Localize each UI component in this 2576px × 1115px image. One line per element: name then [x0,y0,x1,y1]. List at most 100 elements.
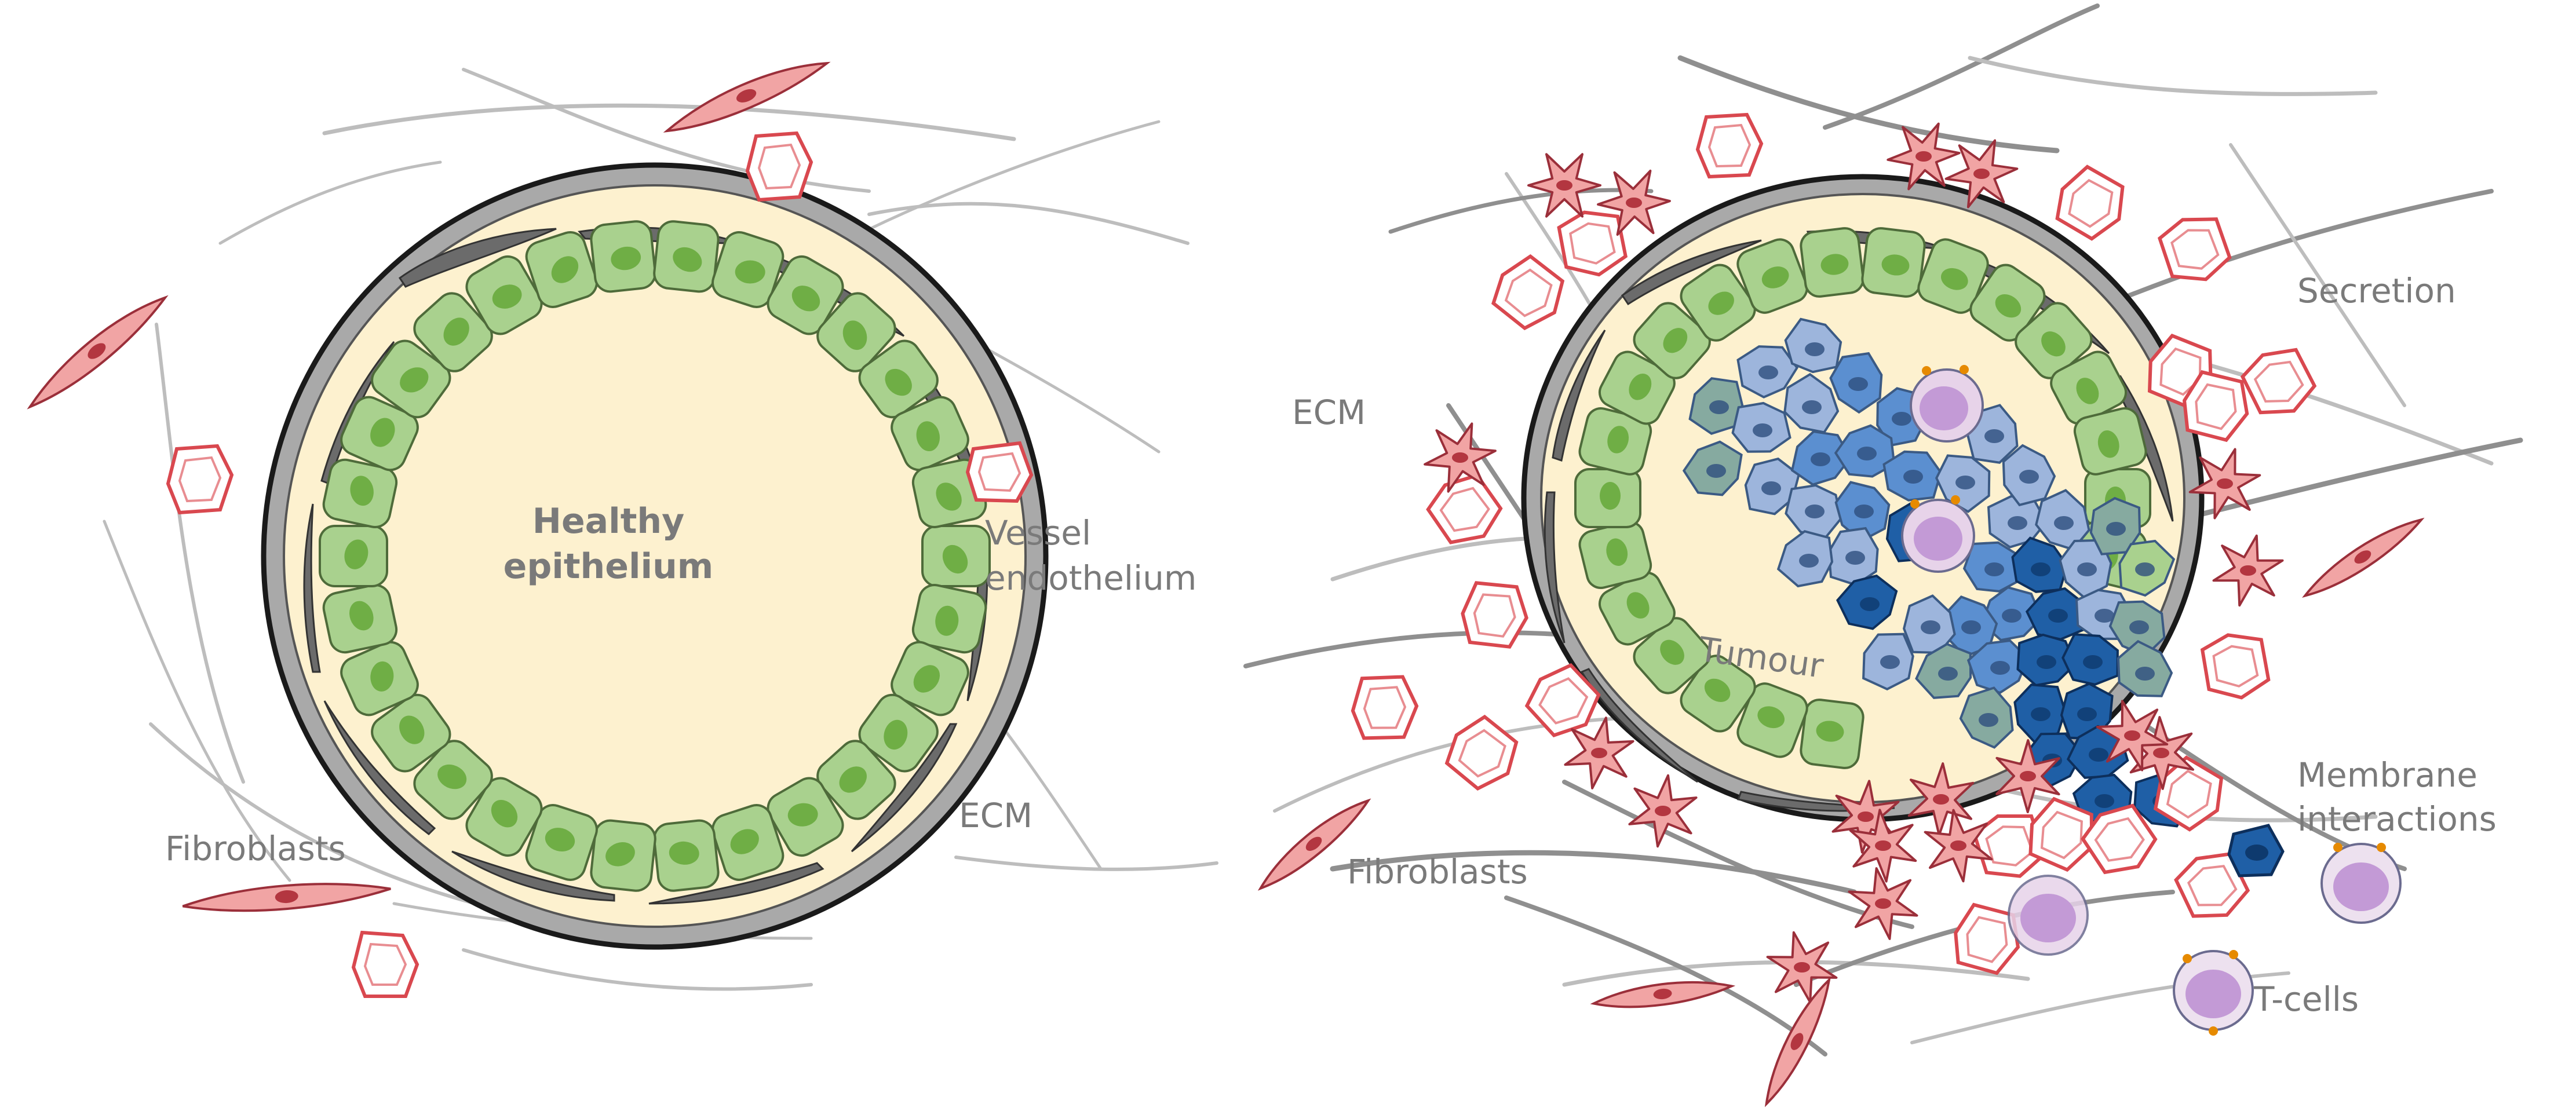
tumour-cell [1744,457,1800,516]
activated-fibroblast [1766,931,1838,1004]
epithelial-cell [319,525,388,587]
tumour-cell [2117,639,2173,697]
tumour-cell [1915,642,1972,699]
red-blood-cell [1426,473,1503,544]
activated-fibroblast [1424,422,1497,493]
tumour-epithelial-layer [1574,227,2151,769]
tumour-cell [1962,541,2022,593]
svg-text:Healthy: Healthy [532,501,684,542]
epithelial-cell [1736,682,1808,758]
tumour-cell [2060,682,2114,740]
svg-text:endothelium: endothelium [985,558,1196,598]
epithelial-cell [2050,350,2128,425]
red-blood-cell [2200,633,2271,700]
activated-fibroblast [1628,774,1698,848]
epithelial-cell [767,777,844,857]
epithelial-cell [767,255,844,335]
tumour-cell [1836,574,1898,630]
red-blood-cell [2081,803,2158,875]
tumour-cell [2059,539,2112,599]
epithelial-cell [858,339,939,419]
tumour-cell [2035,489,2090,551]
t-cell-inside-2 [1901,495,1975,573]
epithelial-cell [921,525,991,587]
tumour-cell [1903,594,1956,655]
tumour-cell [2013,683,2067,744]
activated-fibroblast [1564,716,1634,789]
red-blood-cell [2240,348,2317,415]
tumour-cell [1882,450,1942,502]
tumour-cell [1784,317,1842,374]
svg-text:interactions: interactions [2297,799,2497,839]
red-blood-cell [2182,370,2249,443]
tumour-cell [1731,401,1791,453]
activated-fibroblast [2096,700,2169,772]
red-blood-cell [1491,254,1565,331]
tumour-cell [2025,587,2085,641]
right-fibroblasts-label: Fibroblasts [1347,852,1528,891]
epithelial-cell [1598,350,1676,425]
activated-fibroblast [2212,534,2284,607]
epithelial-cell [816,292,896,372]
red-blood-cell [1695,112,1764,179]
activated-fibroblast [1849,809,1917,883]
left-red-blood-cells [166,131,1034,998]
right-ecm-label: ECM [1292,393,1366,432]
epithelial-cell [465,777,543,857]
epithelial-cell [1680,264,1756,342]
red-blood-cell [2157,217,2232,282]
epithelial-cell [1917,238,1989,314]
epithelial-cell [1578,521,1652,589]
activated-fibroblast [2128,716,2194,790]
svg-text:Vessel: Vessel [985,513,1091,553]
tumour-vessel [1521,174,2205,828]
epithelial-cell [525,231,598,308]
tumour-cell [1862,633,1914,691]
red-blood-cell [1444,714,1519,791]
tumour-cell [1829,352,1883,414]
red-blood-cell [2028,796,2094,872]
epithelial-cell [653,220,720,293]
epithelial-cell [1633,302,1711,379]
left-fibroblasts [27,61,831,912]
epithelial-cell [1861,227,1926,298]
epithelial-cell [711,804,785,881]
healthy-panel: Healthy epithelium Vessel endothelium EC… [27,61,1218,998]
tumour-cell [1783,372,1840,434]
healthy-epithelial-layer [319,220,991,892]
epithelial-cell [590,220,656,293]
tumour-cell [1682,440,1743,496]
red-blood-cell [2055,164,2125,241]
epithelial-cell [1969,264,2046,342]
red-blood-cell [1524,663,1601,737]
red-blood-cell [1557,210,1628,277]
epithelial-cell [1574,468,1641,528]
tumour-cell [2118,539,2176,597]
activated-fibroblast [1597,169,1671,236]
right-red-blood-cells [1351,112,2317,975]
epithelial-cell [322,584,398,654]
epithelial-cell [891,396,969,471]
epithelial-cell [525,804,598,881]
epithelial-cell [413,740,493,820]
epithelial-cell [340,641,419,716]
activated-fibroblast [1944,139,2019,209]
right-fibroblasts [1257,517,2425,1107]
tumour-panel: ECM Tumour Secretion Membrane interactio… [1243,3,2523,1107]
epithelial-cell [371,339,451,419]
right-activated-fibroblasts [1424,122,2284,1004]
epithelial-cell [1680,655,1756,733]
epithelial-cell [1736,238,1808,314]
t-cell-inside-1 [1910,365,1984,443]
tumour-cell [1987,495,2048,549]
tumour-cell [1966,639,2030,694]
epithelial-cell [711,231,785,308]
tumour-cell [1935,454,1991,513]
epithelial-cell [371,693,451,773]
activated-fibroblast [1907,762,1975,836]
epithelial-cell [816,740,896,820]
tumour-cell [1688,377,1744,435]
tumour-cell [1776,530,1834,588]
epithelial-cell [590,819,656,892]
